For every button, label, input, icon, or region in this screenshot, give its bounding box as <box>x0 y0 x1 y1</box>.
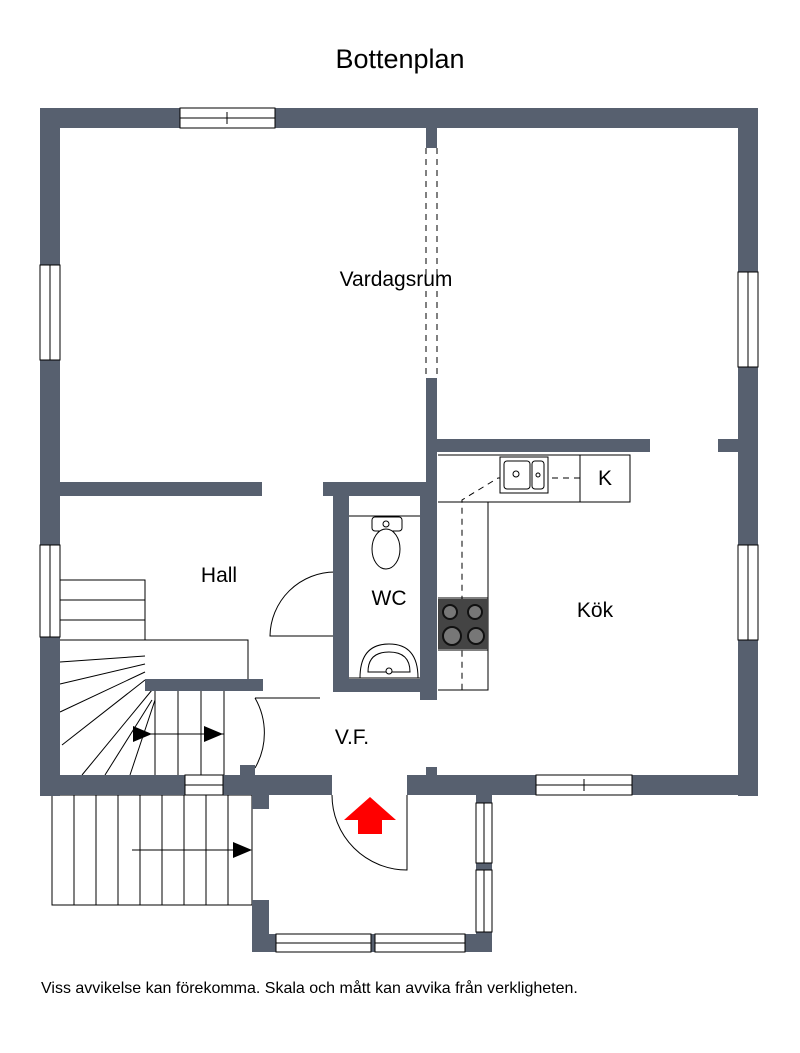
stair-arrow-icon <box>233 842 252 858</box>
stair-arrow-icon <box>204 726 223 742</box>
entry-arrow-icon <box>344 797 396 834</box>
windows <box>39 107 759 953</box>
stair-arrow-icon <box>133 726 152 742</box>
plan-title: Bottenplan <box>335 44 465 74</box>
dashed-lines <box>425 148 580 690</box>
window-right-upper <box>737 271 759 368</box>
kitchen-counter <box>438 454 631 691</box>
door-vf-swing <box>254 697 265 769</box>
room-label-hall: Hall <box>201 564 237 587</box>
door-wc-swing <box>269 571 336 637</box>
window-top <box>179 107 276 129</box>
room-label-wc: WC <box>372 587 407 610</box>
toilet <box>349 515 420 570</box>
room-label-vf: V.F. <box>335 726 369 749</box>
stair-arrows <box>133 726 252 858</box>
window-hall-bottom <box>184 774 224 796</box>
window-porch-right <box>475 802 493 933</box>
window-left-upper <box>39 264 61 361</box>
stairs-outer <box>51 794 253 906</box>
room-label-k: K <box>598 467 612 490</box>
kitchen-sink <box>499 456 549 494</box>
wash-basin <box>349 643 420 679</box>
disclaimer: Viss avvikelse kan förekomma. Skala och … <box>41 980 578 997</box>
stairs-inner <box>59 579 249 776</box>
stove <box>438 599 488 649</box>
door-entry-swing <box>331 794 408 871</box>
room-label-kok: Kök <box>577 599 614 622</box>
window-right-lower <box>737 544 759 641</box>
door-swings <box>254 571 408 871</box>
window-porch-bottom <box>275 933 466 953</box>
window-left-lower <box>39 544 61 638</box>
room-label-vardagsrum: Vardagsrum <box>340 268 453 291</box>
window-bottom <box>535 774 633 796</box>
